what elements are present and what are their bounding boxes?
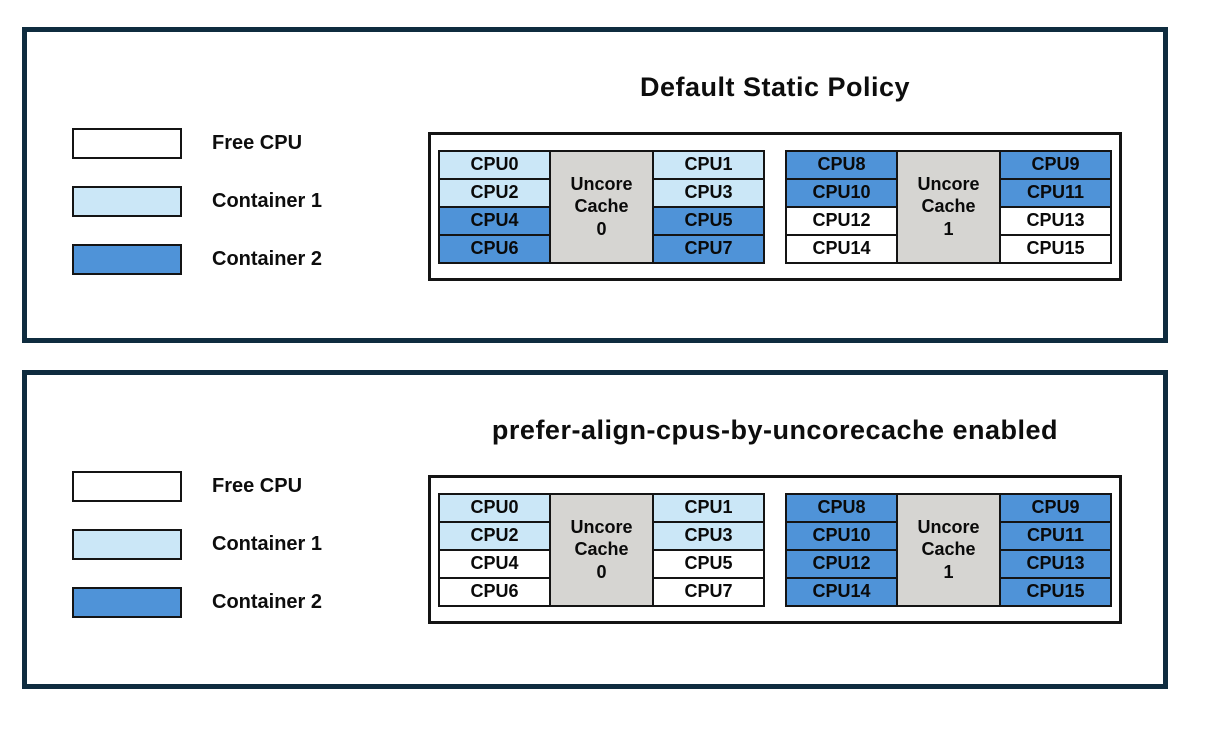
uncore-cache-0-block: Uncore Cache 0 <box>549 492 654 607</box>
cpu14-cell: CPU14 <box>785 576 898 607</box>
cpu12-cell: CPU12 <box>785 548 898 579</box>
cpu5-cell: CPU5 <box>652 548 765 579</box>
cpu6-cell: CPU6 <box>438 576 551 607</box>
legend-label: Container 2 <box>212 248 323 270</box>
legend-swatch-free-cpu <box>72 471 182 502</box>
cache-label-line: Uncore <box>917 516 980 537</box>
legend-item-free-cpu: Free CPU <box>72 471 322 502</box>
panel-title: prefer-align-cpus-by-uncorecache enabled <box>491 415 1059 445</box>
cpu10-cell: CPU10 <box>785 520 898 551</box>
cpu13-cell: CPU13 <box>999 548 1112 579</box>
cpu0-cell: CPU0 <box>438 149 551 180</box>
cpu9-cell: CPU9 <box>999 149 1112 180</box>
legend-label: Free CPU <box>212 132 303 154</box>
cpu8-cell: CPU8 <box>785 492 898 523</box>
uncore-cache-1-block: Uncore Cache 1 <box>896 492 1001 607</box>
cpu-column-left: CPU0 CPU2 CPU4 CPU6 <box>438 149 551 264</box>
cpu1-cell: CPU1 <box>652 149 765 180</box>
legend-label: Container 1 <box>212 190 323 212</box>
uncore-cache-0-group: CPU0 CPU2 CPU4 CPU6 Uncore Cache 0 CPU1 … <box>438 492 765 607</box>
cache-label-line: Uncore <box>570 516 633 537</box>
cache-label-line: Cache <box>574 196 629 217</box>
cpu-column-left: CPU8 CPU10 CPU12 CPU14 <box>785 149 898 264</box>
cpu15-cell: CPU15 <box>999 233 1112 264</box>
cpu2-cell: CPU2 <box>438 177 551 208</box>
cpu1-cell: CPU1 <box>652 492 765 523</box>
uncore-cache-1-group: CPU8 CPU10 CPU12 CPU14 Uncore Cache 1 CP… <box>785 492 1112 607</box>
cpu-column-left: CPU0 CPU2 CPU4 CPU6 <box>438 492 551 607</box>
cpu13-cell: CPU13 <box>999 205 1112 236</box>
cpu3-cell: CPU3 <box>652 520 765 551</box>
cpu11-cell: CPU11 <box>999 520 1112 551</box>
cpu12-cell: CPU12 <box>785 205 898 236</box>
legend-label: Container 1 <box>212 533 323 555</box>
panel-default-static-policy: Default Static Policy Free CPU Container… <box>22 27 1168 343</box>
cpu6-cell: CPU6 <box>438 233 551 264</box>
panel-title: Default Static Policy <box>639 72 911 102</box>
cpu-column-left: CPU8 CPU10 CPU12 CPU14 <box>785 492 898 607</box>
cache-label-line: 1 <box>943 218 954 239</box>
cpu-topology-diagram: CPU0 CPU2 CPU4 CPU6 Uncore Cache 0 CPU1 … <box>428 132 1122 281</box>
legend-swatch-free-cpu <box>72 128 182 159</box>
cpu-column-right: CPU1 CPU3 CPU5 CPU7 <box>652 492 765 607</box>
panel-prefer-align-cpus-by-uncorecache: prefer-align-cpus-by-uncorecache enabled… <box>22 370 1168 689</box>
cache-label-line: Uncore <box>570 173 633 194</box>
cpu8-cell: CPU8 <box>785 149 898 180</box>
uncore-cache-1-group: CPU8 CPU10 CPU12 CPU14 Uncore Cache 1 CP… <box>785 149 1112 264</box>
uncore-cache-1-block: Uncore Cache 1 <box>896 149 1001 264</box>
cpu7-cell: CPU7 <box>652 233 765 264</box>
cache-label-line: Cache <box>921 539 976 560</box>
cpu-topology-diagram: CPU0 CPU2 CPU4 CPU6 Uncore Cache 0 CPU1 … <box>428 475 1122 624</box>
legend: Free CPU Container 1 Container 2 <box>72 128 322 275</box>
cache-label-line: 0 <box>596 218 607 239</box>
cpu-column-right: CPU9 CPU11 CPU13 CPU15 <box>999 492 1112 607</box>
legend-item-container-1: Container 1 <box>72 529 322 560</box>
cpu9-cell: CPU9 <box>999 492 1112 523</box>
cpu2-cell: CPU2 <box>438 520 551 551</box>
cache-label-line: Cache <box>574 539 629 560</box>
cpu-column-right: CPU1 CPU3 CPU5 CPU7 <box>652 149 765 264</box>
cpu5-cell: CPU5 <box>652 205 765 236</box>
cpu7-cell: CPU7 <box>652 576 765 607</box>
cpu4-cell: CPU4 <box>438 205 551 236</box>
cpu-column-right: CPU9 CPU11 CPU13 CPU15 <box>999 149 1112 264</box>
cpu15-cell: CPU15 <box>999 576 1112 607</box>
legend-label: Container 2 <box>212 591 323 613</box>
legend-swatch-container-2 <box>72 244 182 275</box>
cpu10-cell: CPU10 <box>785 177 898 208</box>
legend: Free CPU Container 1 Container 2 <box>72 471 322 618</box>
legend-swatch-container-2 <box>72 587 182 618</box>
uncore-cache-0-group: CPU0 CPU2 CPU4 CPU6 Uncore Cache 0 CPU1 … <box>438 149 765 264</box>
legend-item-free-cpu: Free CPU <box>72 128 322 159</box>
legend-item-container-2: Container 2 <box>72 244 322 275</box>
cache-label-line: Cache <box>921 196 976 217</box>
cpu0-cell: CPU0 <box>438 492 551 523</box>
cpu11-cell: CPU11 <box>999 177 1112 208</box>
legend-swatch-container-1 <box>72 529 182 560</box>
cpu3-cell: CPU3 <box>652 177 765 208</box>
uncore-cache-0-block: Uncore Cache 0 <box>549 149 654 264</box>
cpu4-cell: CPU4 <box>438 548 551 579</box>
legend-label: Free CPU <box>212 475 303 497</box>
cpu14-cell: CPU14 <box>785 233 898 264</box>
cache-label-line: Uncore <box>917 173 980 194</box>
cache-label-line: 0 <box>596 561 607 582</box>
legend-swatch-container-1 <box>72 186 182 217</box>
cache-label-line: 1 <box>943 561 954 582</box>
legend-item-container-2: Container 2 <box>72 587 322 618</box>
legend-item-container-1: Container 1 <box>72 186 322 217</box>
